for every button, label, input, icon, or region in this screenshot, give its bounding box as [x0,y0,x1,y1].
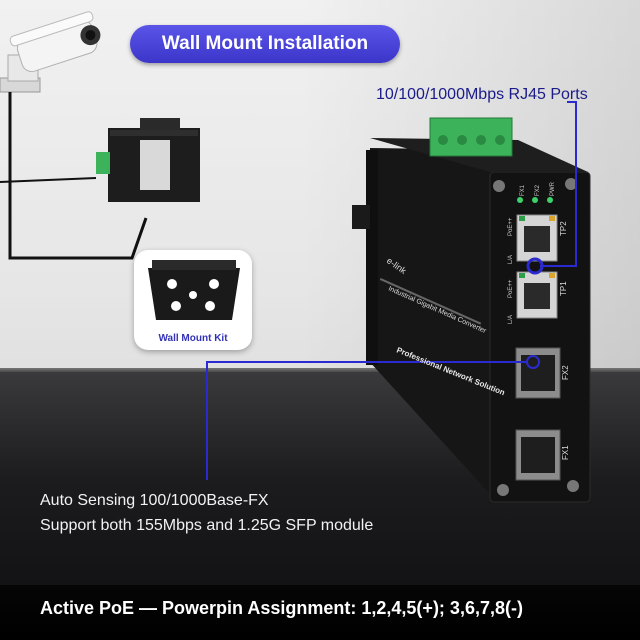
port-label-fx1: FX1 [561,445,570,460]
led-label-fx2: FX2 [535,184,541,196]
security-camera-icon [0,11,101,93]
led-label-pwr: PWR [550,181,556,196]
shelf-edge [0,368,640,374]
la-label-1: L/A [508,255,514,264]
kit-label: Wall Mount Kit [158,333,228,344]
page-title: Wall Mount Installation [130,25,400,63]
port-label-tp2: TP2 [559,221,568,236]
poe-label-2: PoE++ [508,279,514,298]
sfp-feature-line: Support both 155Mbps and 1.25G SFP modul… [40,517,374,534]
la-label-2: L/A [508,315,514,324]
bottom-banner [0,585,640,640]
poe-label-1: PoE++ [508,217,514,236]
media-converter-device [352,117,591,505]
led-label-fx1: FX1 [520,184,526,196]
port-label-tp1: TP1 [559,281,568,296]
poe-assignment-text: Active PoE — Powerpin Assignment: 1,2,4,… [40,598,523,618]
port-label-fx2: FX2 [561,365,570,380]
ports-callout-label: 10/100/1000Mbps RJ45 Ports [376,86,588,103]
sfp-feature-line: Auto Sensing 100/1000Base-FX [40,492,269,509]
small-mounted-converter [96,118,200,202]
